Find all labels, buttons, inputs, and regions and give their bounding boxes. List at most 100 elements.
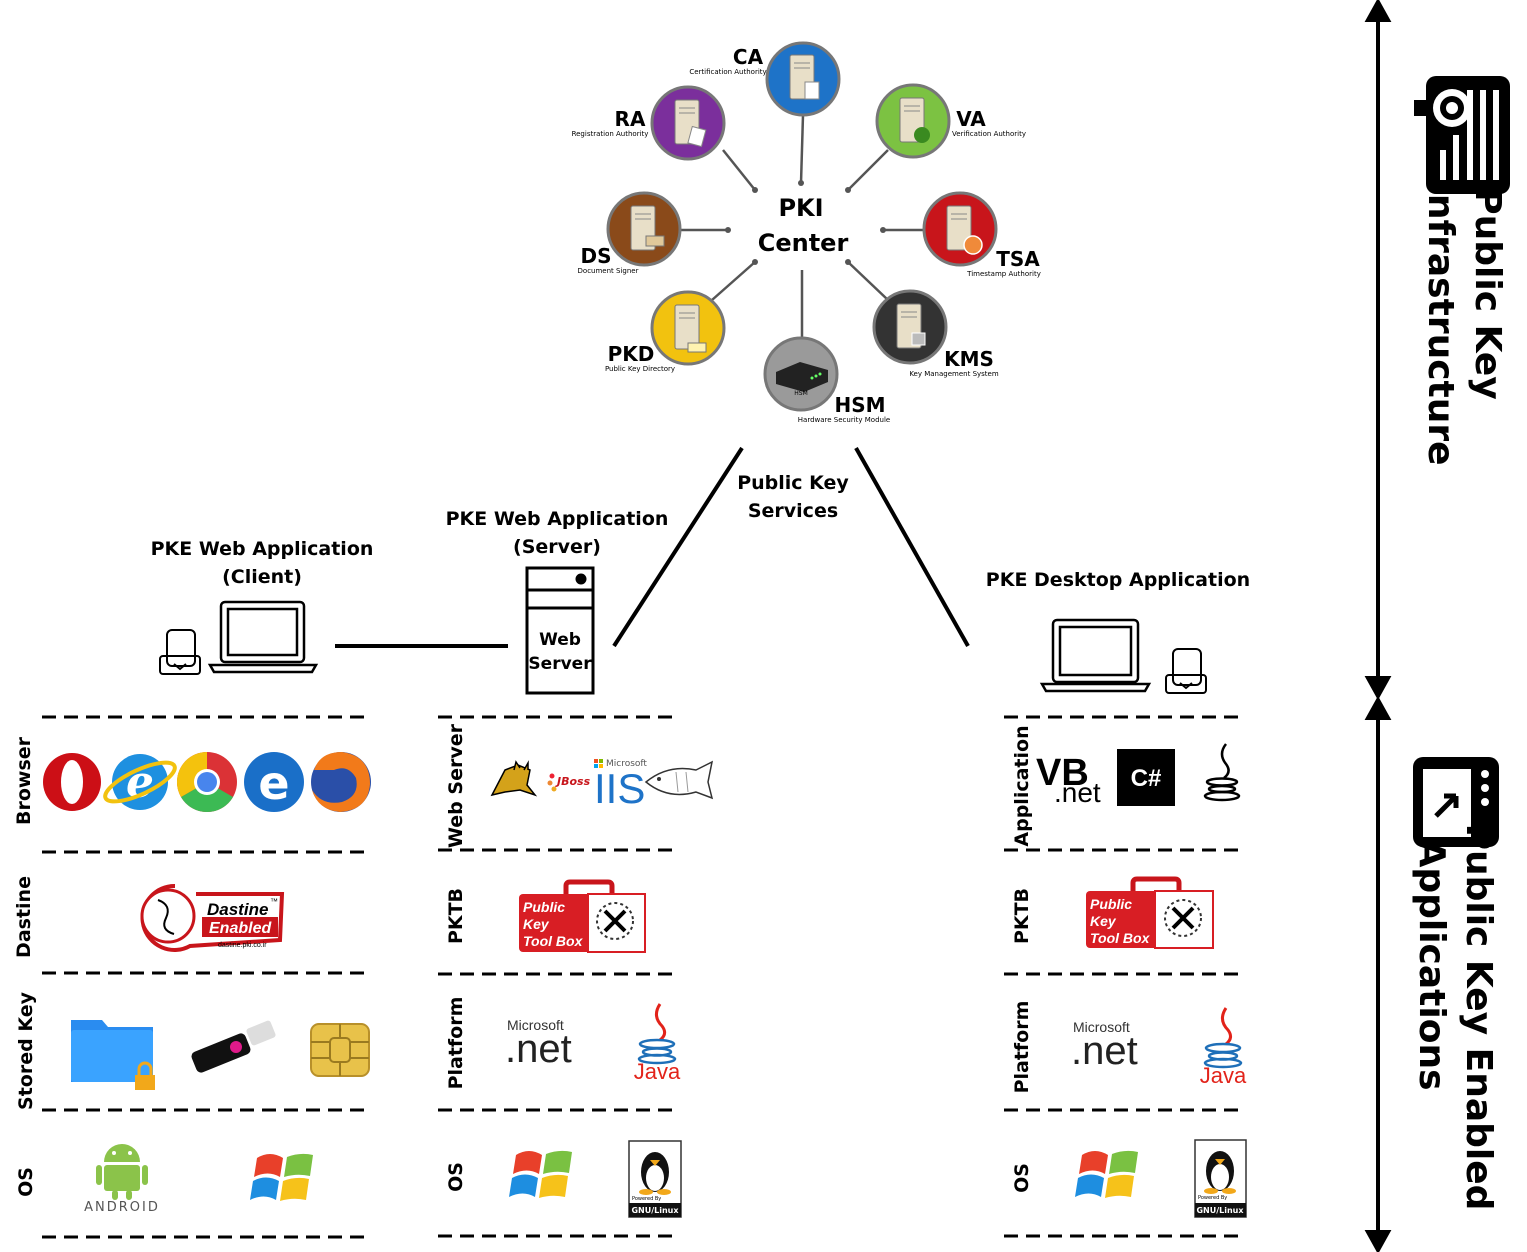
windows-icon — [250, 1153, 313, 1201]
dotnet-label: .net — [505, 1027, 572, 1071]
server-icon — [899, 97, 930, 143]
ca-node: CA Certification Authority — [689, 41, 841, 117]
public-key-toolbox-logo: Public Key Tool Box — [519, 879, 646, 953]
linux-label: GNU/Linux — [631, 1206, 679, 1215]
hsm-full: Hardware Security Module — [798, 416, 890, 424]
ra-abbr: RA — [615, 107, 646, 131]
row-label-application: Application — [1011, 725, 1033, 846]
row-label-platform-desktop: Platform — [1011, 1001, 1033, 1094]
glassfish-icon — [644, 760, 714, 800]
windows-icon — [1075, 1150, 1138, 1198]
java-logo: Java — [1200, 1007, 1247, 1088]
row-label-web-server: Web Server — [445, 723, 467, 848]
java-label: Java — [634, 1059, 681, 1084]
row-label-os-desktop: OS — [1011, 1163, 1033, 1193]
layer-separators — [42, 715, 1245, 1239]
pktb-line2: Key — [1090, 913, 1117, 929]
java-logo: Java — [634, 1003, 681, 1084]
card-reader-icon — [1165, 648, 1207, 694]
certificate-icon — [1414, 76, 1510, 194]
opera-icon — [43, 753, 101, 811]
desktop-title: PKE Desktop Application — [986, 569, 1250, 591]
row-labels: Browser Dastine Stored Key OS Web Server… — [13, 723, 1033, 1197]
tsa-node: TSA Timestamp Authority — [922, 191, 1041, 278]
pki-side-label-line2: Infrastructure — [1420, 180, 1461, 465]
row-label-browser: Browser — [13, 736, 35, 825]
edge-icon: e — [244, 752, 304, 812]
pktb-line3: Tool Box — [523, 933, 584, 949]
pkd-full: Public Key Directory — [605, 365, 675, 373]
server-icon — [946, 205, 983, 255]
row-label-pktb-desktop: PKTB — [1011, 888, 1033, 944]
server-icon — [896, 303, 926, 349]
public-key-services-line2: Services — [748, 500, 838, 522]
layer-axis-arrows — [1364, 0, 1392, 1252]
pktb-line3: Tool Box — [1090, 930, 1151, 946]
hsm-node: HSM HSM Hardware Security Module — [763, 336, 890, 424]
row-label-dastine: Dastine — [13, 876, 35, 958]
jboss-icon: JBoss — [547, 773, 591, 792]
va-full: Verification Authority — [952, 130, 1026, 138]
vb-label: VB — [1036, 752, 1089, 794]
java-cup-icon — [1203, 743, 1241, 802]
client-title-line1: PKE Web Application — [151, 538, 374, 560]
dotnet-microsoft-label: Microsoft — [507, 1017, 564, 1033]
dotnet-microsoft-label: Microsoft — [1073, 1019, 1130, 1035]
web-server-tower-icon — [525, 566, 595, 695]
windows-icon — [509, 1150, 572, 1198]
csharp-logo: C# — [1117, 749, 1175, 806]
tsa-full: Timestamp Authority — [966, 270, 1041, 278]
tomcat-icon — [490, 760, 538, 797]
pktb-line1: Public — [523, 899, 565, 915]
folder-lock-icon — [71, 1020, 155, 1090]
row-label-os-server: OS — [445, 1162, 467, 1192]
card-reader-icon — [159, 629, 201, 675]
public-key-toolbox-logo: Public Key Tool Box — [1086, 876, 1214, 949]
csharp-label: C# — [1131, 765, 1162, 792]
vb-net-label: .net — [1054, 777, 1101, 808]
row-label-stored-key: Stored Key — [15, 991, 37, 1110]
ds-node: DS Document Signer — [578, 191, 682, 275]
hsm-device-icon — [776, 362, 828, 392]
web-server-box-line2: Server — [528, 654, 592, 674]
web-server-box-line1: Web — [539, 630, 581, 650]
hsm-device-label: HSM — [794, 390, 808, 397]
ra-node: RA Registration Authority — [572, 85, 726, 161]
internet-explorer-icon: e — [103, 754, 177, 810]
java-label: Java — [1200, 1063, 1247, 1088]
row-label-platform-server: Platform — [445, 997, 467, 1090]
hsm-abbr: HSM — [834, 393, 885, 417]
ds-full: Document Signer — [578, 267, 639, 275]
server-icon — [674, 99, 707, 148]
pki-center-line2: Center — [758, 229, 849, 257]
row-label-os-client: OS — [15, 1167, 37, 1197]
firefox-icon — [311, 752, 371, 812]
linux-tux-icon: Powered By GNU/Linux — [628, 1140, 682, 1218]
connection-lines — [335, 446, 970, 648]
iis-microsoft-label: Microsoft — [606, 759, 647, 769]
server-title-line1: PKE Web Application — [446, 508, 669, 530]
iis-icon: Microsoft IIS — [594, 759, 647, 812]
ca-abbr: CA — [733, 45, 764, 69]
server-title-line2: (Server) — [513, 536, 601, 558]
dastine-word: Dastine — [207, 900, 268, 919]
pke-side-label-line2: Applications — [1411, 839, 1452, 1090]
iis-label: IIS — [594, 765, 645, 812]
server-icon — [630, 205, 665, 251]
ds-abbr: DS — [580, 244, 611, 268]
server-icon — [674, 304, 707, 353]
microsoft-dotnet-logo: Microsoft .net — [505, 1017, 572, 1071]
pki-hub: PKI Center — [678, 114, 926, 338]
server-icon — [789, 54, 820, 100]
dastine-url: dastine.pki.co.ir — [218, 942, 267, 949]
pkd-node: PKD Public Key Directory — [605, 290, 726, 373]
kms-abbr: KMS — [944, 347, 994, 371]
linux-tux-icon: Powered By GNU/Linux — [1194, 1139, 1247, 1218]
android-icon: ANDROID — [84, 1144, 158, 1215]
va-node: VA Verification Authority — [875, 83, 1026, 159]
kms-node: KMS Key Management System — [872, 289, 999, 378]
dastine-tm: ™ — [270, 897, 278, 906]
va-abbr: VA — [956, 107, 986, 131]
dastine-enabled: Enabled — [209, 920, 272, 937]
